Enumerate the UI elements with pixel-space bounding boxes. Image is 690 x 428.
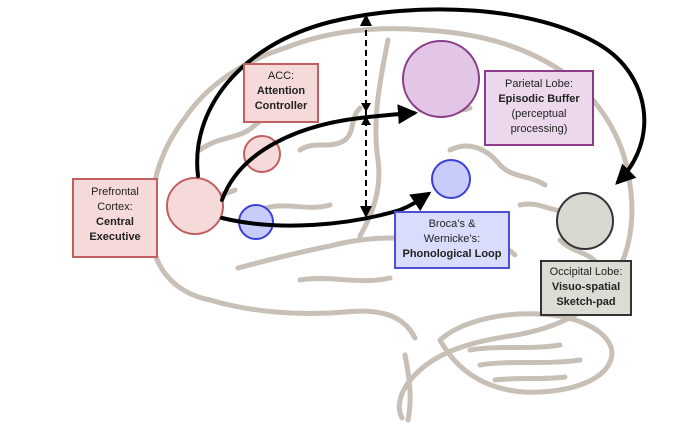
parietal-circle <box>402 40 480 118</box>
wernicke-circle <box>431 159 471 199</box>
prefrontal-label-line3: Central <box>96 216 134 228</box>
occipital-label-line3: Sketch-pad <box>556 296 616 308</box>
parietal-label-line3: (perceptual <box>511 108 567 120</box>
acc-label: ACC: Attention Controller <box>243 63 319 123</box>
prefrontal-label: Prefrontal Cortex: Central Executive <box>72 178 158 258</box>
arrows <box>195 7 647 228</box>
occipital-label: Occipital Lobe: Visuo-spatial Sketch-pad <box>540 260 632 316</box>
prefrontal-circle <box>166 177 224 235</box>
acc-label-line1: ACC: <box>267 70 295 82</box>
prefrontal-label-line1: Prefrontal <box>91 186 139 198</box>
occipital-label-line2: Visuo-spatial <box>551 281 621 293</box>
arrow-central-to-occipital <box>195 7 647 185</box>
phonological-label-line3: Phonological Loop <box>402 248 502 260</box>
dashed-double-arrow <box>360 14 372 218</box>
occipital-circle <box>556 192 614 250</box>
cerebellum-outline <box>437 311 615 395</box>
acc-label-line3: Controller <box>254 100 308 112</box>
prefrontal-label-line4: Executive <box>89 231 141 243</box>
temporal-outline <box>207 297 418 341</box>
brain-stem <box>402 352 413 423</box>
phonological-label-line2: Wernicke’s: <box>423 233 481 245</box>
parietal-label: Parietal Lobe: Episodic Buffer (perceptu… <box>484 70 594 146</box>
acc-label-line2: Attention <box>256 85 306 97</box>
parietal-label-line1: Parietal Lobe: <box>505 78 573 90</box>
phonological-label: Broca’s & Wernicke’s: Phonological Loop <box>394 211 510 269</box>
parietal-label-line2: Episodic Buffer <box>498 93 580 105</box>
phonological-label-line1: Broca’s & <box>428 218 476 230</box>
occipital-label-line1: Occipital Lobe: <box>549 266 623 278</box>
arrow-central-to-phonological <box>220 191 432 228</box>
brain-illustration <box>148 26 635 423</box>
parietal-label-line4: processing) <box>510 123 568 135</box>
lateral-sulcus <box>235 235 423 271</box>
central-sulcus <box>357 37 391 239</box>
arrow-central-to-parietal <box>220 104 418 202</box>
brain-outline <box>148 26 635 421</box>
prefrontal-label-line2: Cortex: <box>97 201 133 213</box>
